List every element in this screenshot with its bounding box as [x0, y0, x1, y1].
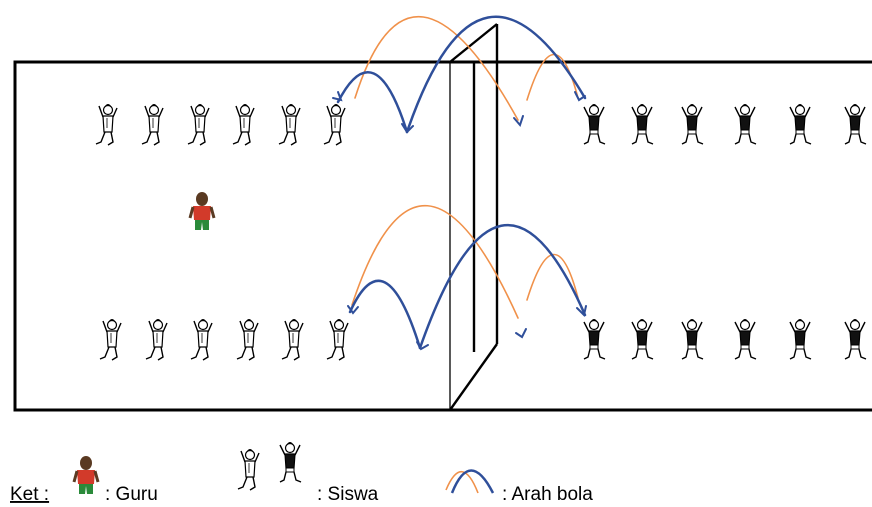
ball-arc-icon [445, 471, 479, 494]
students-top-right [583, 103, 867, 145]
student-icon [681, 318, 704, 360]
net [449, 23, 499, 411]
student-icon [583, 318, 606, 360]
student-icon [278, 103, 301, 146]
student-icon [326, 318, 349, 361]
student-icon [844, 318, 867, 360]
teacher-icon [188, 190, 216, 232]
students-bottom-right [583, 318, 867, 360]
student-icon [190, 318, 213, 361]
legend: Ket : : Guru : Siswa : Arah bola [10, 441, 593, 505]
student-icon [236, 318, 259, 361]
student-icon [631, 103, 654, 145]
teacher-icon [72, 454, 100, 496]
student-icon [681, 103, 704, 145]
student-icon [734, 103, 757, 145]
legend-prefix: Ket : [10, 484, 49, 505]
student-icon [844, 103, 867, 145]
student-icon [141, 103, 164, 146]
student-icon [789, 103, 812, 145]
student-icon [232, 103, 255, 146]
student-icon [99, 318, 122, 361]
ball-arcs-bottom [347, 204, 587, 351]
students-bottom-left [99, 318, 349, 361]
student-icon [281, 318, 304, 361]
court-outline [13, 60, 872, 412]
student-icon [145, 318, 168, 361]
legend-label-arah-bola: : Arah bola [502, 484, 593, 505]
legend-label-guru: : Guru [105, 484, 158, 505]
student-icon [631, 318, 654, 360]
student-icon [95, 103, 118, 146]
students-top-left [95, 103, 346, 146]
student-icon [583, 103, 606, 145]
student-icon [279, 441, 302, 483]
student-icon [187, 103, 210, 146]
student-icon [323, 103, 346, 146]
ball-arcs-top [332, 15, 587, 134]
student-icon [734, 318, 757, 360]
student-icon [237, 448, 260, 491]
ball-arc-icon [450, 469, 495, 494]
legend-label-siswa: : Siswa [317, 484, 379, 505]
student-icon [789, 318, 812, 360]
